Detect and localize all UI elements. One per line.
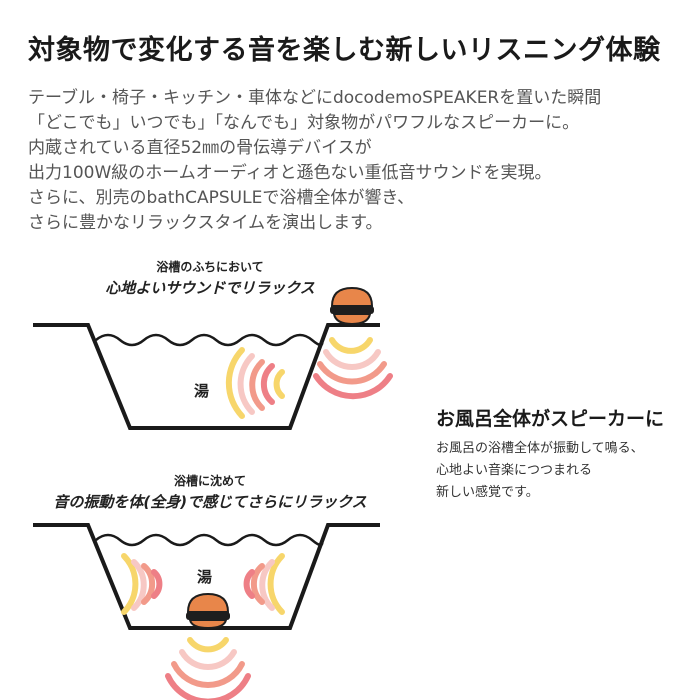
caption-top-small: 浴槽のふちにおいて <box>156 260 264 274</box>
caption-top: 浴槽のふちにおいて 心地よいサウンドでリラックス <box>60 258 360 298</box>
water-label-top: 湯 <box>194 382 210 400</box>
body-line: テーブル・椅子・キッチン・車体などにdocodemoSPEAKERを置いた瞬間 <box>28 88 602 108</box>
body-line: さらに豊かなリラックスタイムを演出します。 <box>28 213 383 233</box>
sound-waves-bottom-right <box>243 553 285 615</box>
caption-top-big: 心地よいサウンドでリラックス <box>105 279 315 297</box>
caption-bottom-big: 音の振動を体(全身)で感じてさらにリラックス <box>53 493 367 511</box>
bathtub-bottom <box>33 523 380 700</box>
body-copy: テーブル・椅子・キッチン・車体などにdocodemoSPEAKERを置いた瞬間 … <box>28 86 678 236</box>
sound-waves-top-inner <box>225 347 285 419</box>
water-surface-bottom <box>95 533 324 547</box>
page-headline: 対象物で変化する音を楽しむ新しいリスニング体験 <box>28 35 661 66</box>
side-line: お風呂の浴槽全体が振動して鳴る、 <box>436 441 644 456</box>
tub-outline-top <box>33 323 380 430</box>
side-line: 新しい感覚です。 <box>436 485 539 500</box>
body-line: 「どこでも」いつでも」「なんでも」対象物がパワフルなスピーカーに。 <box>28 113 580 133</box>
side-text: お風呂の浴槽全体が振動して鳴る、 心地よい音楽につつまれる 新しい感覚です。 <box>436 438 644 504</box>
caption-bottom: 浴槽に沈めて 音の振動を体(全身)で感じてさらにリラックス <box>20 472 400 512</box>
sound-waves-top-outer <box>313 337 393 400</box>
water-surface-top <box>95 333 324 347</box>
speaker-bottom <box>186 592 230 630</box>
sound-waves-bottom-left <box>121 553 163 615</box>
water-label-bottom: 湯 <box>197 568 213 586</box>
side-title: お風呂全体がスピーカーに <box>436 408 665 430</box>
caption-bottom-small: 浴槽に沈めて <box>173 474 246 488</box>
bathtub-top <box>33 286 393 430</box>
body-line: さらに、別売のbathCAPSULEで浴槽全体が響き、 <box>28 188 415 208</box>
body-line: 出力100W級のホームオーディオと遜色ない重低音サウンドを実現。 <box>28 163 552 183</box>
speaker-top <box>330 286 374 326</box>
body-line: 内蔵されている直径52㎜の骨伝導デバイスが <box>28 138 372 158</box>
side-line: 心地よい音楽につつまれる <box>436 463 593 478</box>
sound-waves-bottom-below <box>165 637 251 700</box>
